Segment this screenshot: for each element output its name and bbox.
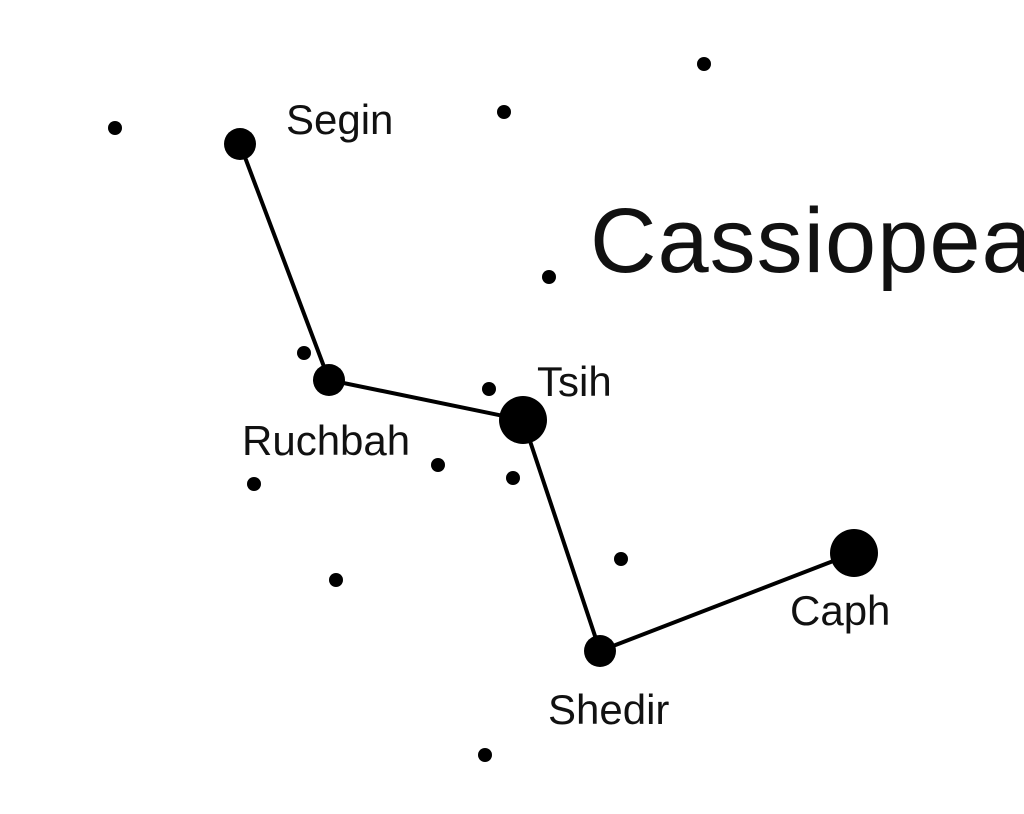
minor-star — [497, 105, 511, 119]
minor-star — [506, 471, 520, 485]
line-ruchbah-tsih — [327, 378, 525, 422]
label-segin: Segin — [286, 96, 393, 143]
minor-star — [478, 748, 492, 762]
minor-star — [542, 270, 556, 284]
minor-star — [297, 346, 311, 360]
minor-star — [329, 573, 343, 587]
line-shedir-caph — [598, 551, 856, 653]
label-caph: Caph — [790, 587, 890, 634]
minor-star — [482, 382, 496, 396]
main-stars — [224, 128, 878, 667]
constellation-title: Cassiopea — [590, 190, 1024, 292]
minor-stars — [108, 57, 711, 762]
constellation-lines — [238, 142, 856, 653]
minor-star — [614, 552, 628, 566]
star-tsih — [499, 396, 547, 444]
minor-star — [697, 57, 711, 71]
minor-star — [431, 458, 445, 472]
star-shedir — [584, 635, 616, 667]
minor-star — [247, 477, 261, 491]
line-tsih-shedir — [521, 418, 602, 653]
line-segin-ruchbah — [238, 142, 331, 382]
star-caph — [830, 529, 878, 577]
label-ruchbah: Ruchbah — [242, 417, 410, 464]
star-segin — [224, 128, 256, 160]
star-ruchbah — [313, 364, 345, 396]
label-shedir: Shedir — [548, 686, 669, 733]
minor-star — [108, 121, 122, 135]
label-tsih: Tsih — [537, 358, 612, 405]
